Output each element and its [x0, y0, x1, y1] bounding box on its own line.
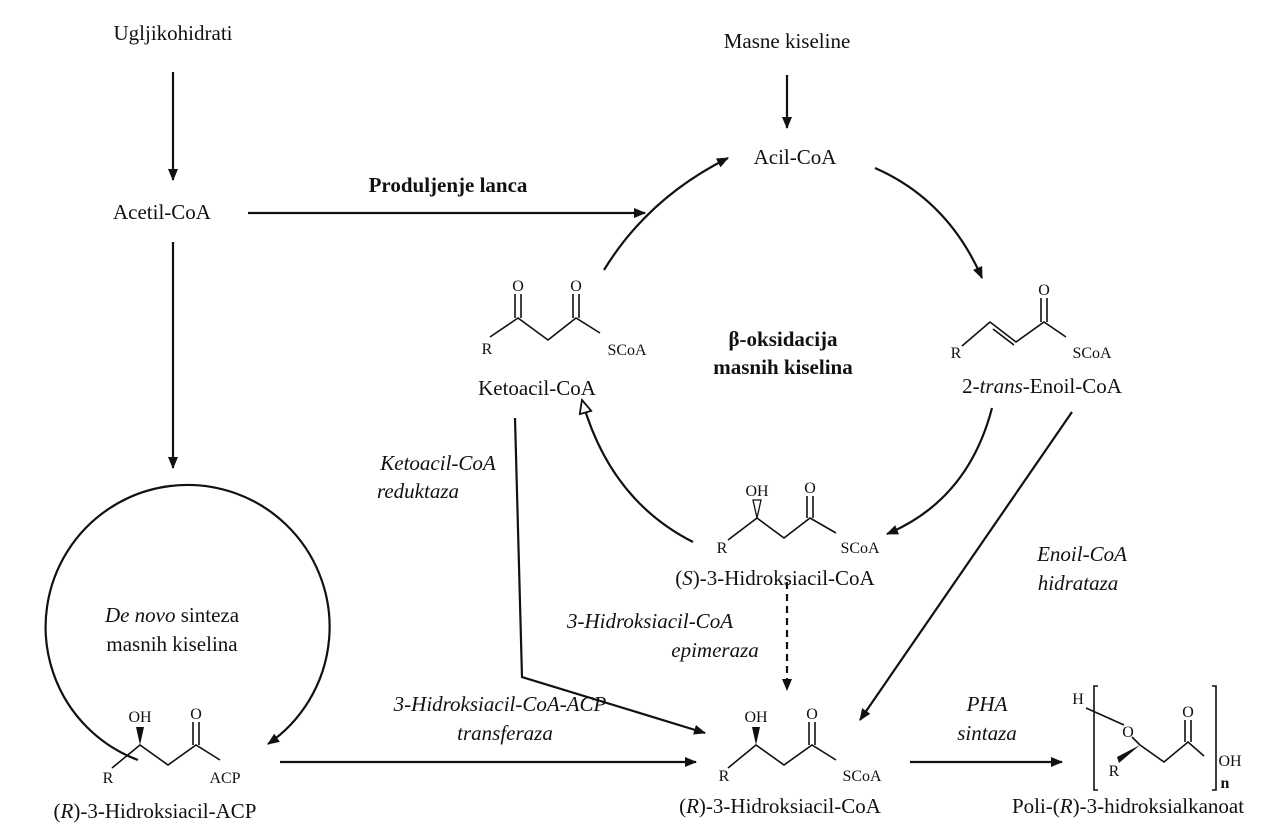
svg-text:O: O [1122, 724, 1134, 741]
svg-text:O: O [804, 480, 816, 497]
svg-text:R: R [482, 341, 493, 358]
svg-text:OH: OH [744, 709, 768, 726]
structure-pha-polymer: H O O R OH n [1072, 685, 1242, 792]
structure-r-hydroxyacil-acp: OH O R ACP [103, 706, 241, 787]
de-novo-cycle-arc [44, 483, 331, 762]
node-enoil-coa: 2-trans-Enoil-CoA [962, 374, 1123, 398]
enzyme-enoil-hydratase-1: Enoil-CoA [1036, 542, 1127, 566]
svg-text:O: O [570, 278, 582, 295]
node-poly-hydroxyalkanoate: Poli-(R)-3-hidroksialkanoat [1012, 794, 1244, 818]
structure-s-hydroxyacil-coa: OH O R SCoA [717, 480, 880, 557]
svg-text:O: O [512, 278, 524, 295]
arrow-enoil-to-s-hydroxy [886, 407, 994, 536]
node-masne-kiseline: Masne kiseline [724, 29, 851, 53]
label-chain-elongation: Produljenje lanca [369, 173, 528, 197]
svg-text:OH: OH [128, 709, 152, 726]
svg-text:R: R [717, 540, 728, 557]
svg-text:R: R [103, 770, 114, 787]
arrow-enoil-to-r-coa [859, 411, 1073, 721]
svg-text:R: R [951, 345, 962, 362]
node-r-hydroxyacil-acp: (R)-3-Hidroksiacil-ACP [54, 799, 257, 823]
structure-ketoacil-coa: O O R SCoA [482, 278, 647, 359]
structure-enoil-coa: O R SCoA [951, 282, 1112, 362]
svg-text:O: O [1038, 282, 1050, 299]
enzyme-pha-synthase-2: sintaza [957, 721, 1017, 745]
svg-text:SCoA: SCoA [607, 342, 647, 359]
node-ugljikohidrati: Ugljikohidrati [114, 21, 233, 45]
enzyme-epimerase-2: epimeraza [671, 638, 759, 662]
svg-text:OH: OH [1218, 753, 1242, 770]
svg-text:OH: OH [745, 483, 769, 500]
svg-text:SCoA: SCoA [842, 768, 882, 785]
label-beta-oxidation-2: masnih kiselina [713, 355, 853, 379]
enzyme-transferase-2: transferaza [457, 721, 553, 745]
node-s-hydroxyacil-coa: (S)-3-Hidroksiacil-CoA [675, 566, 875, 590]
svg-text:R: R [719, 768, 730, 785]
svg-text:O: O [190, 706, 202, 723]
enzyme-enoil-hydratase-2: hidrataza [1038, 571, 1119, 595]
svg-text:n: n [1221, 775, 1230, 792]
svg-text:R: R [1109, 763, 1120, 780]
node-r-hydroxyacil-coa: (R)-3-Hidroksiacil-CoA [679, 794, 882, 818]
arrow-ketoacil-to-acil [603, 157, 729, 271]
enzyme-epimerase-1: 3-Hidroksiacil-CoA [566, 609, 733, 633]
label-de-novo-2: masnih kiselina [106, 632, 238, 656]
svg-text:O: O [806, 706, 818, 723]
node-acil-coa: Acil-CoA [754, 145, 838, 169]
node-ketoacil-coa: Ketoacil-CoA [478, 376, 597, 400]
enzyme-ketoacil-reductase-2: reduktaza [377, 479, 459, 503]
arrow-acil-to-enoil [874, 166, 984, 279]
label-de-novo-1: De novo sinteza [104, 603, 240, 627]
structure-r-hydroxyacil-coa: OH O R SCoA [719, 706, 882, 785]
node-acetil-coa: Acetil-CoA [113, 200, 212, 224]
svg-text:ACP: ACP [209, 770, 240, 787]
svg-text:H: H [1072, 691, 1084, 708]
enzyme-pha-synthase-1: PHA [966, 692, 1008, 716]
arrow-s-hydroxy-to-ketoacil [582, 400, 694, 543]
svg-text:O: O [1182, 704, 1194, 721]
svg-text:SCoA: SCoA [1072, 345, 1112, 362]
enzyme-ketoacil-reductase-1: Ketoacil-CoA [379, 451, 496, 475]
label-beta-oxidation-1: β-oksidacija [728, 327, 838, 351]
svg-text:SCoA: SCoA [840, 540, 880, 557]
arrow-ketoacil-to-r-coa [513, 417, 706, 735]
enzyme-transferase-1: 3-Hidroksiacil-CoA-ACP [393, 692, 607, 716]
